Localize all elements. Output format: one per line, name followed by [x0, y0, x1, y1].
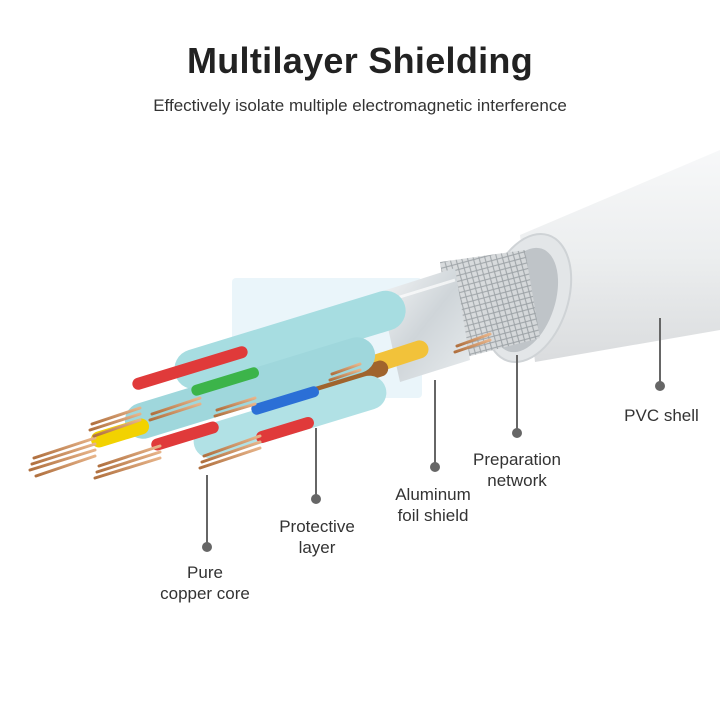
copper-cores	[28, 332, 492, 480]
page-title: Multilayer Shielding	[186, 40, 534, 81]
label-pvc-shell: PVC shell	[624, 406, 699, 425]
callout-protective-layer	[311, 428, 321, 504]
callout-pvc-shell	[655, 318, 665, 391]
label-protective-layer: Protective layer	[279, 517, 355, 557]
insulated-wires	[90, 346, 319, 451]
page-subtitle: Effectively isolate multiple electromagn…	[153, 96, 567, 115]
callout-aluminum-foil	[430, 380, 440, 472]
label-preparation-network: Preparation network	[473, 450, 561, 490]
protective-sleeves	[124, 290, 406, 459]
callout-preparation-network	[512, 355, 522, 438]
label-pure-copper-core: Pure copper core	[160, 563, 250, 603]
callout-copper-core	[202, 475, 212, 552]
label-aluminum-foil-shield: Aluminum foil shield	[395, 485, 471, 525]
